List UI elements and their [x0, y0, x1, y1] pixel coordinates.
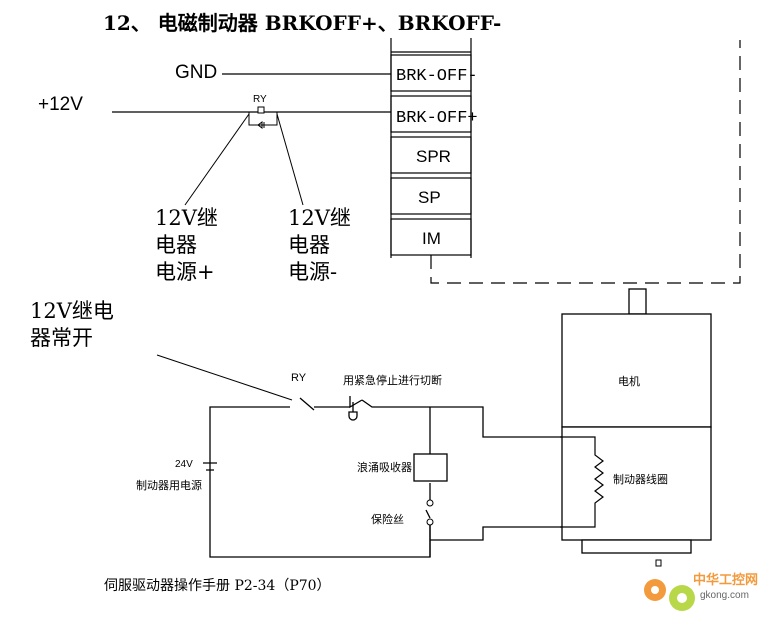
- surge-absorber-icon: [413, 453, 448, 482]
- title: 12、 电磁制动器 BRKOFF+、BRKOFF-: [103, 11, 501, 35]
- surge-label: 浪涌吸收器: [357, 460, 412, 474]
- small-square-icon: [655, 559, 662, 567]
- relay-plus-label: 12V继 电器 电源+: [155, 206, 218, 284]
- relay-plus-line: 电源+: [155, 260, 215, 284]
- relay-no-label: 12V继电 器常开: [30, 299, 114, 350]
- terminal-brk-off-plus: BRK-OFF+: [396, 109, 478, 128]
- estop-label: 用紧急停止进行切断: [343, 373, 442, 387]
- relay-no-line: 器常开: [30, 326, 93, 350]
- fuse-bottom-icon: [426, 518, 434, 526]
- supply-label: 制动器用电源: [136, 478, 202, 492]
- relay-minus-line: 电源-: [288, 260, 337, 284]
- terminal-spr: SPR: [416, 147, 451, 166]
- relay-no-line: 12V继电: [30, 299, 114, 323]
- v24-label: 24V: [175, 459, 193, 470]
- motor-label: 电机: [618, 374, 640, 388]
- coil-label: 制动器线圈: [613, 472, 668, 486]
- fuse-top-icon: [426, 499, 434, 507]
- fuse-label: 保险丝: [371, 512, 404, 526]
- terminal-sp: SP: [418, 188, 441, 207]
- terminal-brk-off-minus: BRK-OFF-: [396, 67, 478, 86]
- terminal-block: [390, 38, 472, 258]
- cable-dashed: [430, 40, 741, 284]
- terminal-im: IM: [422, 229, 441, 248]
- relay-plus-line: 电器: [155, 233, 197, 257]
- relay-minus-leader: [276, 113, 304, 206]
- relay-label: RY: [253, 94, 267, 105]
- brake-circuit: [203, 396, 595, 558]
- v12-label: +12V: [38, 94, 83, 115]
- relay-plus-line: 12V继: [155, 206, 218, 230]
- brake-coil-icon: [560, 436, 604, 528]
- relay-minus-line: 12V继: [288, 206, 351, 230]
- gkong-watermark-logo: 中华工控网 gkong.com: [644, 572, 758, 611]
- watermark-cn: 中华工控网: [693, 572, 758, 587]
- caption: 伺服驱动器操作手册 P2-34（P70）: [104, 578, 331, 594]
- relay-no-leader: [156, 354, 293, 401]
- watermark-en: gkong.com: [700, 590, 749, 601]
- relay-symbol-icon: [248, 106, 278, 129]
- relay-minus-line: 电器: [288, 233, 330, 257]
- gnd-label: GND: [175, 62, 217, 83]
- motor-icon: [561, 288, 712, 554]
- relay-plus-leader: [184, 113, 250, 206]
- ry-switch-label: RY: [291, 372, 307, 384]
- relay-minus-label: 12V继 电器 电源-: [288, 206, 351, 284]
